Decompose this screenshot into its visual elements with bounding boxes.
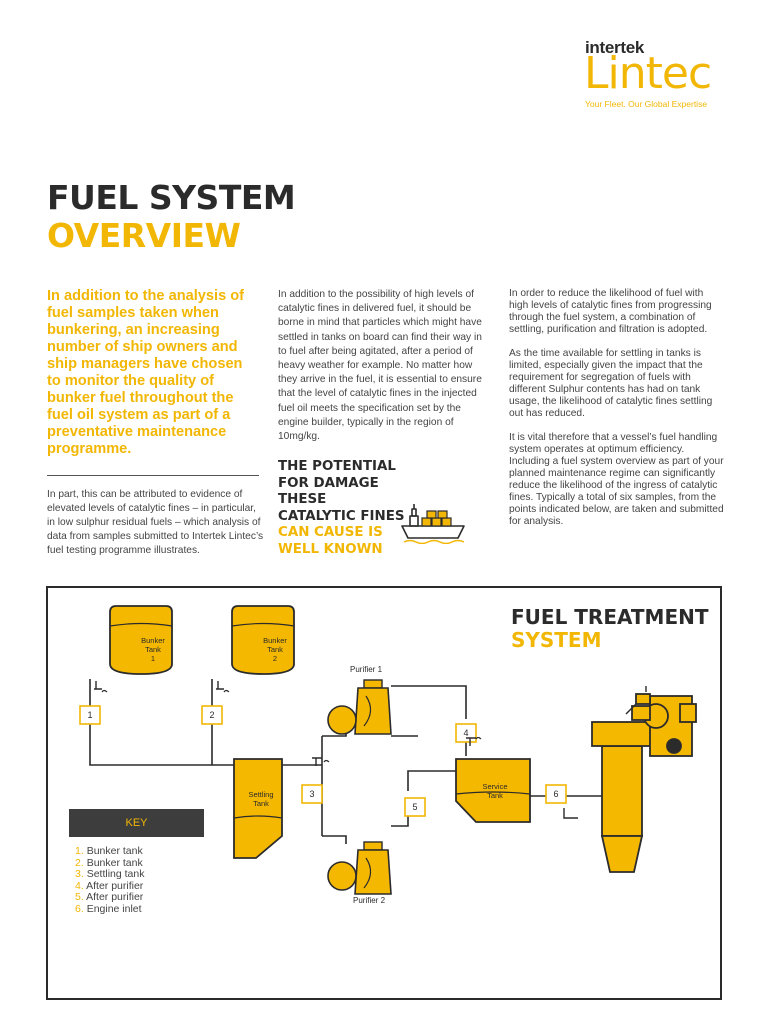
callout-heading: THE POTENTIAL FOR DAMAGE THESE CATALYTIC… bbox=[278, 459, 408, 558]
key-label: Bunker tank bbox=[86, 856, 143, 869]
label-line: 2 bbox=[272, 654, 278, 663]
settling-tank-label: Settling Tank bbox=[237, 790, 285, 808]
sample-point-4: 4 bbox=[463, 728, 469, 738]
key-title: KEY bbox=[69, 809, 204, 837]
paragraph: It is vital therefore that a vessel’s fu… bbox=[509, 432, 724, 527]
label-line: Bunker bbox=[263, 636, 287, 645]
label-line: Tank bbox=[145, 645, 161, 654]
purifier-1-label: Purifier 1 bbox=[350, 665, 383, 674]
lead-paragraph: In addition to the analysis of fuel samp… bbox=[47, 288, 245, 457]
bunker-tank-1 bbox=[94, 605, 173, 693]
callout-line: FOR DAMAGE bbox=[278, 475, 379, 491]
label-line: Service bbox=[482, 782, 508, 791]
column2-body: In addition to the possibility of high l… bbox=[278, 289, 482, 443]
key-label: Bunker tank bbox=[86, 845, 143, 857]
sample-point-2: 2 bbox=[209, 710, 215, 720]
brand-tagline: Your Fleet. Our Global Expertise bbox=[585, 99, 708, 109]
label-line: Tank bbox=[487, 791, 503, 800]
paragraph: As the time available for settling in ta… bbox=[509, 348, 713, 419]
purifier-2-label: Purifier 2 bbox=[353, 896, 386, 905]
bunker-tank-2-label: Bunker Tank 2 bbox=[250, 636, 300, 663]
engine bbox=[591, 693, 697, 873]
service-tank-label: Service Tank bbox=[470, 782, 520, 800]
purifier-2 bbox=[327, 841, 392, 895]
key-label: After purifier bbox=[86, 891, 144, 904]
bunker-tank-1-label: Bunker Tank 1 bbox=[128, 636, 178, 663]
label-line: Bunker bbox=[141, 636, 165, 645]
fuel-treatment-diagram bbox=[46, 586, 722, 1000]
key-label: Settling tank bbox=[86, 868, 145, 881]
column1-body: In part, this can be attributed to evide… bbox=[47, 489, 264, 556]
key-label: Engine inlet bbox=[86, 902, 142, 915]
ship-icon bbox=[401, 504, 465, 544]
lintec-logo: Lintec bbox=[584, 48, 712, 99]
key-item: 3. Settling tank bbox=[75, 868, 145, 881]
page-title: FUEL SYSTEM bbox=[47, 178, 296, 217]
diagram-subtitle: SYSTEM bbox=[511, 628, 602, 652]
key-item: 5. After purifier bbox=[75, 892, 144, 904]
key-number: 6. bbox=[75, 902, 84, 915]
diagram-schematic bbox=[79, 605, 697, 895]
label-line: Tank bbox=[267, 645, 283, 654]
bunker-tank-2 bbox=[216, 605, 295, 693]
key-label: After purifier bbox=[86, 879, 144, 892]
key-number: 4. bbox=[75, 879, 84, 892]
label-line: 1 bbox=[150, 654, 156, 663]
column3-body: In order to reduce the likelihood of fue… bbox=[509, 288, 725, 540]
sample-point-5: 5 bbox=[412, 802, 418, 812]
diagram-title: FUEL TREATMENT bbox=[511, 605, 709, 629]
paragraph: In order to reduce the likelihood of fue… bbox=[509, 288, 712, 335]
label-line: Settling bbox=[248, 790, 274, 799]
service-tank bbox=[455, 736, 578, 823]
key-number: 5. bbox=[75, 891, 84, 904]
key-item: 6. Engine inlet bbox=[75, 902, 144, 916]
callout-line: WELL KNOWN bbox=[278, 541, 383, 557]
label-line: Tank bbox=[253, 799, 269, 808]
key-number: 3. bbox=[75, 868, 84, 881]
key-number: 1. bbox=[75, 845, 84, 857]
sample-point-3: 3 bbox=[309, 789, 315, 799]
key-list: 1. Bunker tank 2. Bunker tank 3. Settlin… bbox=[75, 845, 145, 916]
key-item: 4. After purifier bbox=[75, 879, 144, 893]
callout-line: CATALYTIC FINES bbox=[278, 508, 405, 524]
callout-line: THE POTENTIAL bbox=[278, 459, 396, 474]
intertek-wordmark: intertek bbox=[585, 38, 645, 57]
callout-line: CAN CAUSE IS bbox=[278, 525, 383, 540]
page-subtitle: OVERVIEW bbox=[47, 216, 241, 255]
purifier-1 bbox=[327, 679, 392, 735]
divider bbox=[47, 475, 259, 476]
key-item: 1. Bunker tank bbox=[75, 845, 144, 858]
callout-line: THESE bbox=[278, 492, 327, 507]
sample-point-1: 1 bbox=[87, 710, 93, 720]
key-item: 2. Bunker tank bbox=[75, 856, 144, 870]
settling-tank bbox=[233, 757, 330, 859]
key-number: 2. bbox=[75, 856, 84, 869]
sample-point-6: 6 bbox=[553, 789, 559, 799]
